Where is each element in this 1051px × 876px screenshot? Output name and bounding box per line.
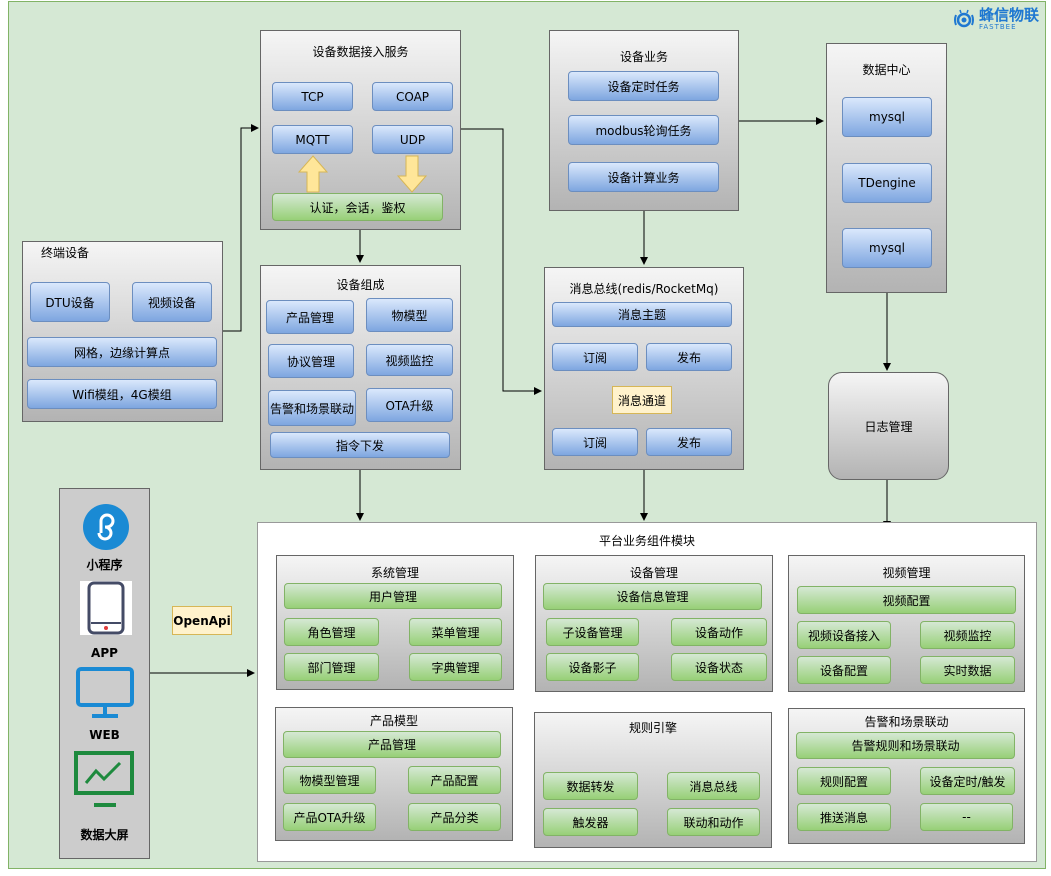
up-arrow-icon [298,155,328,193]
product-ota-node: 产品OTA升级 [283,803,376,831]
command-node: 指令下发 [270,432,450,458]
terminal-title: 终端设备 [41,246,90,260]
realtime-data-node: 实时数据 [920,656,1015,684]
data-screen-icon [74,751,134,807]
mysql-node-2: mysql [842,228,932,268]
logo-subtitle: FASTBEE [978,22,1017,31]
thing-model-node: 物模型 [366,298,453,332]
device-status-node: 设备状态 [671,653,767,681]
fastbee-logo: 蜂信物联 FASTBEE [952,7,1039,31]
subscribe-node-1: 订阅 [552,343,638,371]
data-center-title: 数据中心 [862,63,911,77]
timer-task-node: 设备定时任务 [568,71,719,101]
child-device-node: 子设备管理 [546,618,639,646]
web-label: WEB [89,728,120,742]
edge-access-to-bus [461,128,542,395]
message-channel-node: 消息通道 [612,386,672,414]
dict-management-node: 字典管理 [409,653,502,681]
mysql-node-1: mysql [842,97,932,137]
device-info-node: 设备信息管理 [543,583,762,610]
log-management: 日志管理 [828,372,949,480]
edge-node: 网格，边缘计算点 [27,337,217,367]
openapi-node: OpenApi [172,606,232,635]
subscribe-node-2: 订阅 [552,428,638,456]
publish-node-2: 发布 [646,428,732,456]
app-label: APP [91,646,118,660]
device-access-title: 设备数据接入服务 [312,45,409,59]
message-bus-title: 消息总线(redis/RocketMq) [569,282,719,296]
modbus-task-node: modbus轮询任务 [568,115,719,145]
coap-node: COAP [372,82,453,111]
rule-config-node: 规则配置 [797,767,891,795]
device-action-node: 设备动作 [671,618,767,646]
web-monitor-icon [76,667,134,718]
product-category-node: 产品分类 [408,803,501,831]
dtu-node: DTU设备 [30,282,110,322]
trigger-node: 触发器 [543,808,638,836]
edge-terminal-to-access [222,124,259,332]
device-config-node: 设备配置 [797,656,891,684]
client-sidebar: 小程序 APP WEB 数据大屏 [59,488,150,859]
compute-node: 设备计算业务 [568,162,719,192]
alarm-rules-node: 告警规则和场景联动 [796,732,1015,759]
mini-program-label: 小程序 [86,558,123,572]
down-arrow-icon [397,155,427,193]
protocol-node: 协议管理 [268,344,354,378]
video-monitor-node: 视频监控 [366,344,453,376]
alarm-linkage-node: 告警和场景联动 [268,390,356,426]
ota-node: OTA升级 [366,388,453,422]
data-screen-label: 数据大屏 [80,828,129,842]
mqtt-node: MQTT [272,125,353,154]
logo-name: 蜂信物联 [978,5,1039,24]
device-business-title: 设备业务 [619,50,668,64]
menu-management-node: 菜单管理 [409,618,502,646]
bee-logo-icon [953,9,974,28]
product-model-title: 产品模型 [369,714,418,728]
device-mgmt-title: 设备管理 [629,566,678,580]
video-access-node: 视频设备接入 [797,621,891,649]
message-bus-rule-node: 消息总线 [667,772,760,800]
thing-model-manage-node: 物模型管理 [283,766,376,794]
video-config-node: 视频配置 [797,586,1016,614]
system-title: 系统管理 [370,566,419,580]
video-monitor-mgmt-node: 视频监控 [920,621,1015,649]
product-manage-node: 产品管理 [283,731,501,758]
tdengine-node: TDengine [842,163,932,203]
composition-title: 设备组成 [336,278,385,292]
platform-title: 平台业务组件模块 [598,534,695,548]
udp-node: UDP [372,125,453,154]
auth-node: 认证，会话，鉴权 [272,193,443,221]
video-device-node: 视频设备 [132,282,212,322]
device-shadow-node: 设备影子 [546,653,639,681]
dept-management-node: 部门管理 [284,653,379,681]
wifi-node: Wifi模组，4G模组 [27,379,217,409]
tcp-node: TCP [272,82,353,111]
device-timer-trigger-node: 设备定时/触发 [920,767,1015,795]
product-config-node: 产品配置 [408,766,501,794]
rule-engine-title: 规则引擎 [628,721,677,735]
data-forward-node: 数据转发 [543,772,638,800]
app-phone-icon [80,581,132,635]
mini-program-icon [83,504,129,550]
video-mgmt-title: 视频管理 [882,566,931,580]
linkage-action-node: 联动和动作 [667,808,760,836]
user-management-node: 用户管理 [284,583,502,609]
alarm-title: 告警和场景联动 [864,715,949,729]
product-node: 产品管理 [266,300,354,334]
role-management-node: 角色管理 [284,618,379,646]
placeholder-node: -- [920,803,1013,831]
topic-node: 消息主题 [552,302,732,327]
push-message-node: 推送消息 [797,803,891,831]
publish-node-1: 发布 [646,343,732,371]
